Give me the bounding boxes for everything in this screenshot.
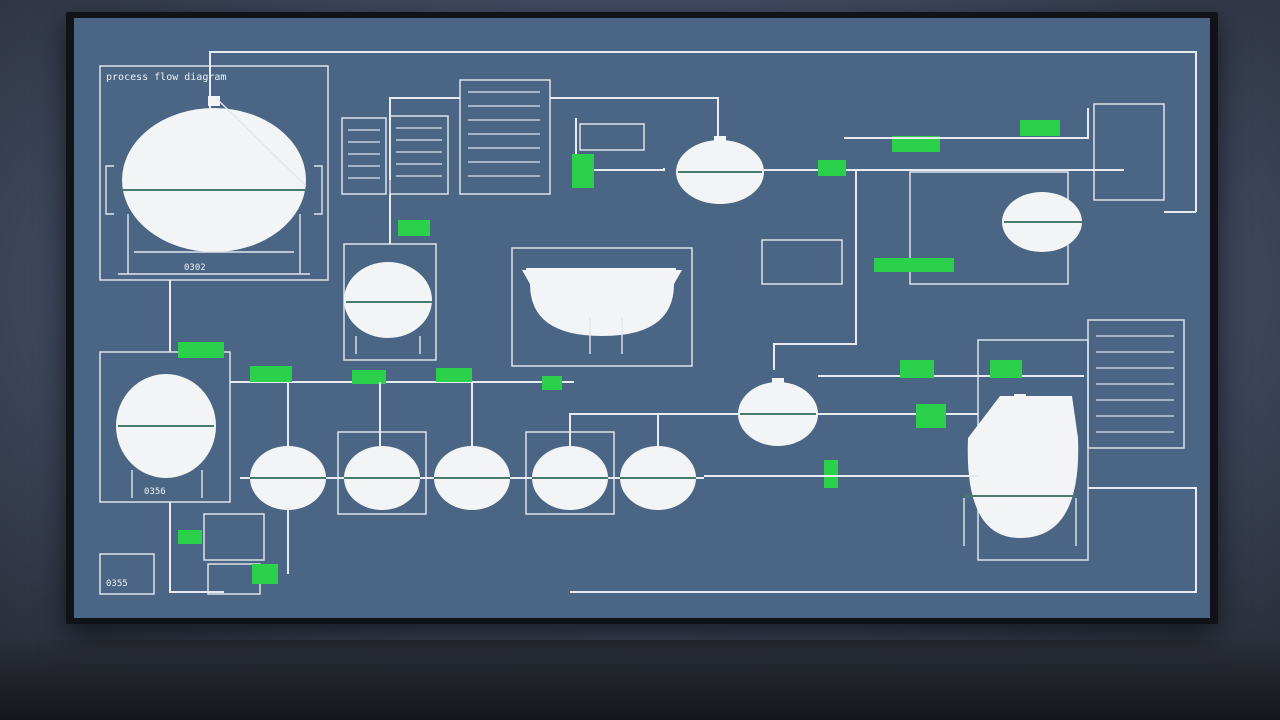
data-table-5 xyxy=(1087,319,1185,449)
pipe-d xyxy=(575,118,665,171)
bottom-tank-1-icon[interactable] xyxy=(250,446,326,510)
main-tank-caption: 0302 xyxy=(184,263,206,273)
pipe-r xyxy=(569,413,740,446)
valve-icon[interactable] xyxy=(874,258,954,272)
process-diagram: process flow diagram ETM 0302 xyxy=(99,51,1197,595)
reactor-panel xyxy=(511,247,693,367)
data-box-top-center xyxy=(579,123,645,151)
top-header-pipe xyxy=(209,51,1197,212)
valve-icon[interactable] xyxy=(572,154,594,188)
valve-icon[interactable] xyxy=(398,220,430,236)
tank-top-center-icon[interactable] xyxy=(676,136,764,204)
pipe-h xyxy=(773,170,857,370)
valve-icon[interactable] xyxy=(250,366,292,382)
data-table-5-lines xyxy=(1096,335,1174,433)
data-table-1-lines xyxy=(348,129,380,179)
bottom-tank-4-frame xyxy=(525,431,615,515)
valve-icon[interactable] xyxy=(818,160,846,176)
pipe-t xyxy=(169,502,224,593)
valve-icon[interactable] xyxy=(436,368,472,382)
main-tank-panel xyxy=(99,65,329,281)
valve-icon[interactable] xyxy=(990,360,1022,378)
data-table-3 xyxy=(459,79,551,195)
valve-icon[interactable] xyxy=(1020,120,1060,136)
pipe-a xyxy=(389,97,460,180)
data-table-1 xyxy=(341,117,387,195)
reactor-icon[interactable] xyxy=(522,268,682,354)
left-lower-caption: 0355 xyxy=(106,579,128,589)
valve-icon[interactable] xyxy=(892,136,940,152)
data-table-4 xyxy=(1093,103,1165,201)
left-tank-caption: 0356 xyxy=(144,487,166,497)
reactor-right-icon[interactable] xyxy=(963,394,1079,546)
valve-icon[interactable] xyxy=(542,376,562,390)
tank-middle-icon[interactable] xyxy=(738,378,818,446)
instrument-box-1 xyxy=(99,553,155,595)
pipe-b xyxy=(550,97,719,142)
tank-right-top-icon[interactable] xyxy=(1002,192,1082,252)
valve-icon[interactable] xyxy=(252,564,278,584)
floor xyxy=(0,640,1280,720)
scada-screen: process flow diagram ETM 0302 xyxy=(74,18,1210,618)
bottom-tank-5-icon[interactable] xyxy=(620,446,696,510)
valve-icon[interactable] xyxy=(178,342,224,358)
tank-2-panel xyxy=(343,243,437,361)
valve-icon[interactable] xyxy=(900,360,934,378)
valve-icon[interactable] xyxy=(824,460,838,488)
tank-3-icon[interactable] xyxy=(116,374,216,498)
data-table-2-lines xyxy=(396,127,442,177)
data-table-3-lines xyxy=(468,91,540,177)
bottom-tank-2-frame xyxy=(337,431,427,515)
tank-2-icon[interactable] xyxy=(344,262,432,354)
pipe-k xyxy=(570,487,1197,593)
tank-3-panel xyxy=(99,351,231,503)
valve-icon[interactable] xyxy=(352,370,386,384)
pipe-f xyxy=(844,108,1089,139)
bottom-tank-4-icon[interactable] xyxy=(532,446,608,510)
bottom-tank-2-icon[interactable] xyxy=(344,446,420,510)
valve-icon[interactable] xyxy=(916,404,946,428)
main-tank-label: ETM xyxy=(184,233,201,243)
valve-icon[interactable] xyxy=(178,530,202,544)
data-box-center-right xyxy=(761,239,843,285)
instrument-box-2 xyxy=(203,513,265,561)
bottom-tank-3-icon[interactable] xyxy=(434,446,510,510)
diagram-title: process flow diagram xyxy=(106,72,226,83)
main-tank-icon[interactable] xyxy=(105,96,323,275)
